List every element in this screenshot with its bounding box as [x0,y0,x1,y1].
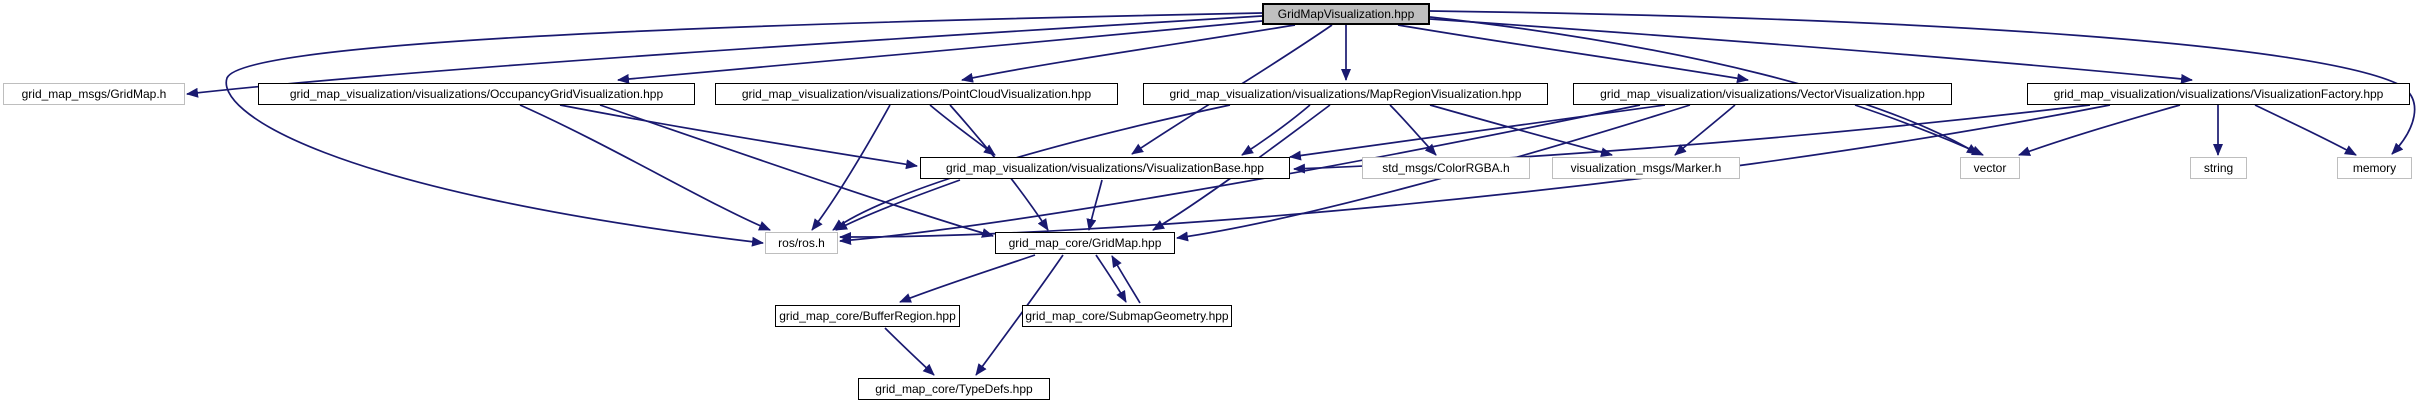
include-edge-vv->vector [1854,104,1984,156]
include-edge-mrv->vb [1241,104,1311,156]
graph-node-typedefs[interactable]: grid_map_core/TypeDefs.hpp [858,378,1050,400]
include-edge-buffer->typedefs [884,327,935,376]
graph-node-main: GridMapVisualization.hpp [1262,3,1430,25]
graph-node-vf[interactable]: grid_map_visualization/visualizations/Vi… [2027,83,2410,105]
include-edge-main->vv [1397,24,1749,84]
include-edge-submap->gmcore [1111,255,1141,304]
graph-node-label: grid_map_visualization/visualizations/Oc… [289,87,664,101]
graph-node-label: ros/ros.h [778,236,825,250]
graph-node-gmcore[interactable]: grid_map_core/GridMap.hpp [995,232,1175,254]
include-edge-main->ros [225,12,1263,247]
graph-node-label: grid_map_core/SubmapGeometry.hpp [1025,309,1229,323]
graph-node-label: grid_map_core/TypeDefs.hpp [875,382,1033,396]
graph-node-mrv[interactable]: grid_map_visualization/visualizations/Ma… [1143,83,1548,105]
include-edge-main->vector [1429,16,1979,155]
include-edge-main->vf [1429,18,2193,84]
graph-node-label: grid_map_visualization/visualizations/Po… [741,87,1092,101]
include-edge-vb->ros [835,179,961,231]
graph-node-label: grid_map_visualization/visualizations/Vi… [2053,87,2384,101]
graph-node-string: string [2190,157,2247,179]
include-edge-occ->vb [559,104,918,170]
include-edge-main->occ [617,20,1263,84]
graph-node-vb[interactable]: grid_map_visualization/visualizations/Vi… [920,157,1290,179]
include-edge-mrv->marker [1429,104,1613,158]
graph-node-label: grid_map_visualization/visualizations/Ma… [1169,87,1522,101]
graph-node-vector: vector [1960,157,2020,179]
graph-node-label: visualization_msgs/Marker.h [1570,161,1722,175]
include-edge-vv->ros [839,104,1641,246]
include-edge-gmcore->typedefs [975,254,1064,376]
include-edge-gmcore->buffer [899,254,1036,303]
include-edge-vv->marker [1674,104,1736,156]
graph-node-gm_msgs: grid_map_msgs/GridMap.h [3,83,185,105]
include-edge-main->pcv [961,24,1296,83]
graph-node-label: grid_map_visualization/visualizations/Vi… [946,161,1264,175]
include-edge-vf->ros [839,104,2111,243]
include-edge-vf->memory [2254,104,2357,156]
graph-node-memory: memory [2337,157,2412,179]
include-edge-pcv->ros [811,104,891,231]
graph-node-label: grid_map_core/BufferRegion.hpp [779,309,956,323]
include-edge-occ->gmcore [599,104,994,238]
graph-node-ros: ros/ros.h [765,232,838,254]
include-edge-vb->gmcore [1086,179,1103,231]
graph-node-colorrgba: std_msgs/ColorRGBA.h [1362,157,1530,179]
graph-node-label: string [2203,161,2234,175]
graph-node-submap[interactable]: grid_map_core/SubmapGeometry.hpp [1022,305,1232,327]
graph-node-label: GridMapVisualization.hpp [1277,7,1415,21]
include-edge-main->gm_msgs [186,15,1263,98]
graph-node-label: grid_map_visualization/visualizations/Ve… [1600,87,1925,101]
graph-node-label: grid_map_core/GridMap.hpp [1008,236,1162,250]
graph-node-label: grid_map_msgs/GridMap.h [21,87,167,101]
include-edge-gmcore->submap [1095,254,1127,303]
include-edge-main->memory [1429,10,2416,155]
include-edge-pcv->vb [929,104,996,156]
graph-node-label: memory [2352,161,2397,175]
graph-node-marker: visualization_msgs/Marker.h [1552,157,1740,179]
graph-node-label: vector [1973,161,2007,175]
graph-node-pcv[interactable]: grid_map_visualization/visualizations/Po… [715,83,1118,105]
include-edge-vf->vector [2018,104,2181,156]
graph-node-label: std_msgs/ColorRGBA.h [1382,161,1510,175]
include-edge-mrv->colorrgba [1389,104,1437,156]
include-edge-vv->vb [1289,104,1666,161]
graph-node-vv[interactable]: grid_map_visualization/visualizations/Ve… [1573,83,1952,105]
graph-node-buffer[interactable]: grid_map_core/BufferRegion.hpp [775,305,960,327]
include-edge-occ->ros [519,104,771,231]
graph-node-occ[interactable]: grid_map_visualization/visualizations/Oc… [258,83,695,105]
include-edge-vv->gmcore [1176,104,1691,242]
